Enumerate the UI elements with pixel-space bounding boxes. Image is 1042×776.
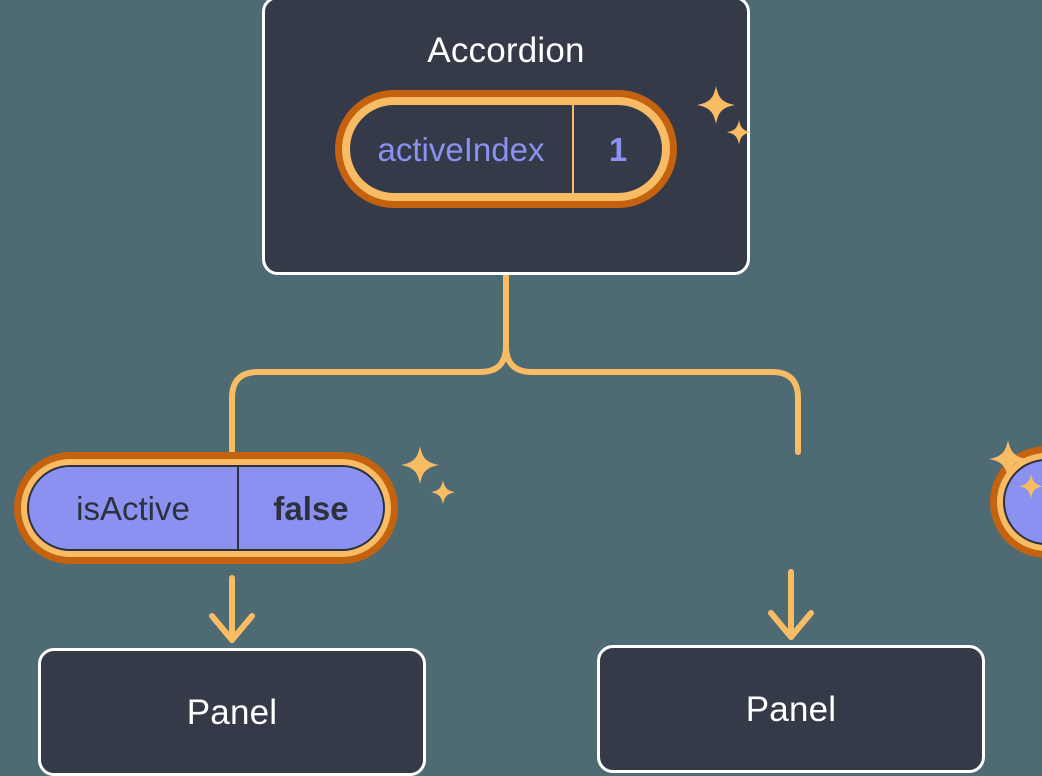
pill-inner-ring: isActive true [997, 453, 1042, 551]
state-pill-activeindex[interactable]: activeIndex 1 [335, 90, 677, 208]
arrow-down-left [209, 575, 255, 643]
pill-body: isActive false [27, 465, 385, 551]
branch-connector-path-left [229, 272, 509, 461]
component-title: Panel [745, 689, 837, 729]
pill-inner-ring: isActive false [21, 459, 391, 557]
component-title: Accordion [427, 31, 585, 70]
component-node-panel-right[interactable]: Panel [597, 645, 985, 773]
pill-body: activeIndex 1 [348, 103, 664, 195]
pill-value-label: 1 [572, 105, 662, 193]
pill-inner-ring: activeIndex 1 [342, 97, 670, 201]
pill-body: isActive true [1003, 459, 1042, 545]
pill-key-label: isActive [1005, 461, 1042, 543]
component-title: Panel [186, 692, 278, 732]
pill-value-label: false [237, 467, 383, 549]
component-node-panel-left[interactable]: Panel [38, 648, 426, 776]
prop-pill-isactive-false[interactable]: isActive false [14, 452, 398, 564]
component-node-accordion[interactable]: Accordion activeIndex 1 [262, 0, 750, 275]
pill-key-label: isActive [76, 489, 190, 527]
arrow-down-right [768, 569, 814, 640]
pill-key-label: activeIndex [377, 130, 545, 168]
branch-connector-path [503, 272, 801, 455]
